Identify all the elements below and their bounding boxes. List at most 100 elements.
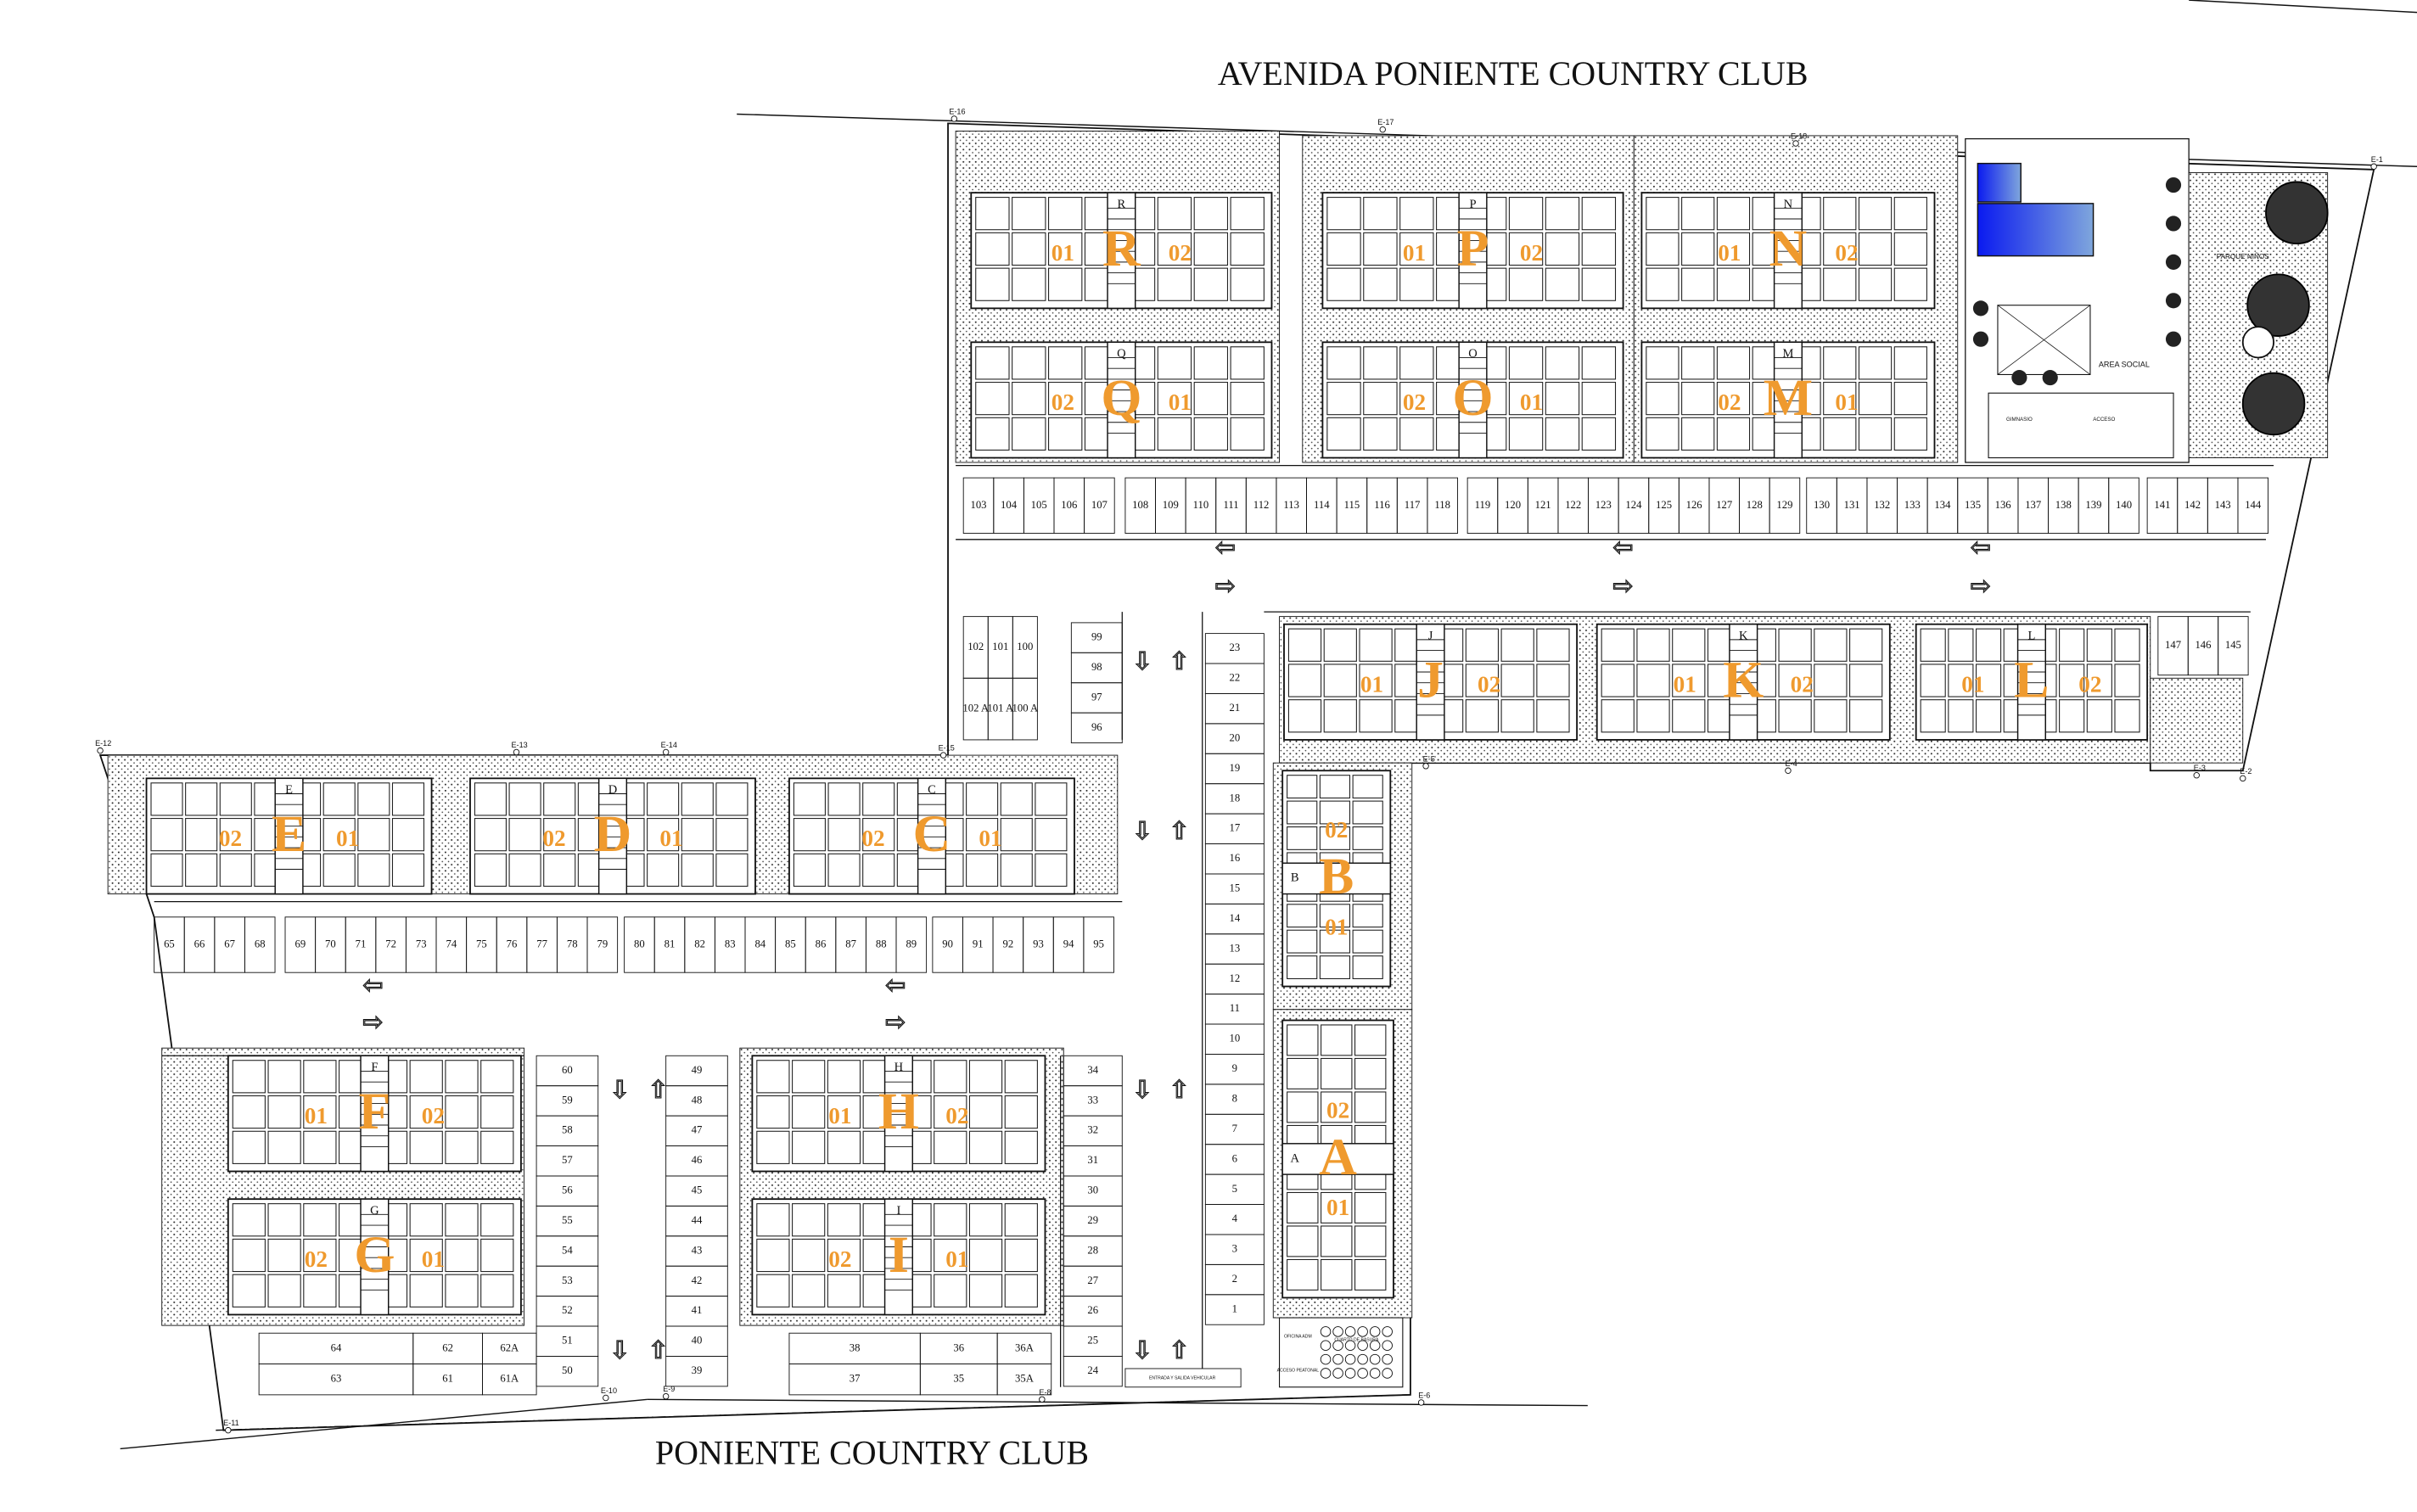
parking-number: 71 <box>356 938 367 949</box>
room <box>1048 346 1083 380</box>
room <box>232 1130 266 1164</box>
tree-icon <box>2246 273 2310 337</box>
parking-number: 122 <box>1565 499 1581 511</box>
room <box>827 1203 861 1237</box>
arrow-up-icon: ⇧ <box>1169 647 1189 675</box>
marker-icon <box>662 1392 670 1400</box>
room <box>1814 699 1848 733</box>
room <box>1354 1258 1387 1291</box>
room <box>1352 826 1383 850</box>
parking-number: 26 <box>1087 1304 1098 1316</box>
room <box>232 1238 266 1273</box>
parking-number: 36 <box>953 1341 964 1353</box>
arrow-up-icon: ⇧ <box>1169 1336 1189 1364</box>
stair-core <box>883 1055 913 1173</box>
room <box>303 1238 337 1273</box>
room <box>1319 800 1351 825</box>
parking-number: 5 <box>1232 1183 1237 1195</box>
room <box>232 1095 266 1129</box>
stair-core <box>1729 623 1758 741</box>
parking-space <box>1084 477 1115 534</box>
room <box>185 853 218 888</box>
building-letter: Q <box>1101 369 1141 427</box>
room <box>1363 381 1398 416</box>
room <box>792 1130 826 1164</box>
room <box>322 818 356 852</box>
room <box>1508 267 1544 301</box>
room <box>1581 381 1617 416</box>
arrow-up-icon: ⇧ <box>1169 816 1189 845</box>
parking-number: 98 <box>1091 661 1102 673</box>
building-letter-small: J <box>1428 630 1433 643</box>
building-letter: N <box>1769 220 1808 277</box>
marker-label: E-9 <box>663 1385 675 1393</box>
room <box>1465 699 1500 733</box>
parking-space <box>586 916 619 973</box>
room <box>232 1274 266 1308</box>
marker-icon <box>951 115 958 122</box>
stair-core <box>917 777 947 895</box>
marker-label: E-12 <box>95 739 111 748</box>
room <box>1948 699 1974 733</box>
room <box>1012 197 1046 231</box>
room <box>2059 664 2085 697</box>
room <box>357 782 390 816</box>
unit-number: 02 <box>1326 1098 1349 1123</box>
parking-number: 54 <box>562 1244 573 1256</box>
parking-number: 30 <box>1087 1184 1098 1196</box>
stair-core <box>360 1055 390 1173</box>
parking-number: 29 <box>1087 1214 1098 1226</box>
room <box>827 1238 861 1273</box>
stair-core <box>1281 862 1392 895</box>
office-label: OFICINA ADM <box>1284 1335 1312 1340</box>
room <box>1399 381 1434 416</box>
parking-number: 143 <box>2215 499 2231 511</box>
room <box>1352 955 1383 980</box>
room <box>1681 346 1715 380</box>
parking-number: 144 <box>2245 499 2262 511</box>
parking-number: 129 <box>1776 499 1792 511</box>
room <box>1035 782 1068 816</box>
marker-label: E-14 <box>661 741 677 749</box>
unit-number: 02 <box>1835 240 1858 266</box>
parking-number: 133 <box>1904 499 1921 511</box>
room <box>827 1095 861 1129</box>
room <box>445 1274 479 1308</box>
bin-icon <box>1357 1353 1368 1365</box>
building-letter: O <box>1452 369 1493 427</box>
room <box>1975 699 2002 733</box>
building-letter: J <box>1417 652 1444 709</box>
room <box>1287 929 1318 954</box>
parking-number: 100 <box>1017 641 1033 652</box>
room <box>2086 699 2112 733</box>
room <box>1012 346 1046 380</box>
room <box>357 818 390 852</box>
unit-number: 02 <box>861 826 884 851</box>
parking-number: 6 <box>1232 1152 1237 1164</box>
room <box>357 853 390 888</box>
unit-number: 01 <box>305 1103 328 1128</box>
room <box>1893 267 1927 301</box>
parking-number: 58 <box>562 1124 573 1136</box>
parking-number: 113 <box>1283 499 1299 511</box>
parking-number: 20 <box>1230 731 1241 743</box>
parking-number: 18 <box>1230 792 1241 804</box>
parking-number: 116 <box>1374 499 1390 511</box>
parking-number: 86 <box>816 938 827 949</box>
room <box>1814 664 1848 697</box>
room <box>1601 628 1635 662</box>
room <box>1193 417 1229 451</box>
room <box>1287 826 1318 850</box>
room <box>1581 267 1617 301</box>
room <box>1323 628 1357 662</box>
room <box>1849 664 1883 697</box>
room <box>1287 664 1322 697</box>
room <box>1716 381 1751 416</box>
unit-number: 02 <box>1169 240 1192 266</box>
parking-number: 52 <box>562 1304 573 1316</box>
bin-icon <box>1357 1340 1368 1352</box>
bin-icon <box>1382 1326 1393 1337</box>
room <box>756 1203 790 1237</box>
unit-number: 02 <box>1718 389 1741 415</box>
